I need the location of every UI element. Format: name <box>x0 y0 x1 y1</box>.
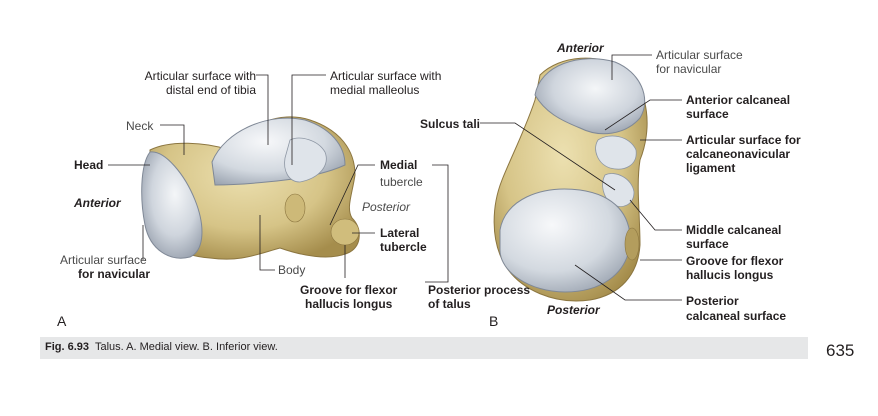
panel-letter-a: A <box>57 313 66 329</box>
label-a-groove-1: Groove for flexor <box>300 283 397 298</box>
label-b-calcnav-1: Articular surface for <box>686 133 801 148</box>
talus-b-post-calc-surface <box>500 189 630 292</box>
label-a-postprocess-1: Posterior process <box>428 283 530 298</box>
label-a-artic-navicular-2: for navicular <box>78 267 150 282</box>
label-a-groove-2: hallucis longus <box>305 297 392 312</box>
label-a-lateral: Lateral <box>380 226 419 241</box>
label-b-postcalc-2: calcaneal surface <box>686 309 786 324</box>
talus-inferior-view <box>494 58 647 301</box>
label-b-calcnav-2: calcaneonavicular <box>686 147 790 162</box>
label-a-artic-tibia-2: distal end of tibia <box>120 83 256 98</box>
label-b-midcalc-1: Middle calcaneal <box>686 223 781 238</box>
label-b-sulcus: Sulcus tali <box>420 117 480 132</box>
label-b-groove-2: hallucis longus <box>686 268 773 283</box>
caption-text: Talus. A. Medial view. B. Inferior view. <box>95 341 278 353</box>
label-a-postprocess-2: of talus <box>428 297 471 312</box>
label-a-body: Body <box>278 263 305 278</box>
figure-caption: Fig. 6.93 Talus. A. Medial view. B. Infe… <box>45 341 278 353</box>
label-a-head: Head <box>74 158 103 173</box>
label-b-antcalc-1: Anterior calcaneal <box>686 93 790 108</box>
label-b-antcalc-2: surface <box>686 107 729 122</box>
caption-fig-number: Fig. 6.93 <box>45 341 89 353</box>
page-number: 635 <box>826 341 854 361</box>
label-b-calcnav-3: ligament <box>686 161 735 176</box>
talus-a-post-process <box>331 219 359 245</box>
label-b-groove-1: Groove for flexor <box>686 254 783 269</box>
label-b-midcalc-2: surface <box>686 237 729 252</box>
label-a-anterior: Anterior <box>74 196 121 211</box>
label-a-neck: Neck <box>126 119 153 134</box>
label-a-artic-tibia-1: Articular surface with <box>120 69 256 84</box>
label-a-artic-navicular-1: Articular surface <box>60 253 147 268</box>
label-a-artic-malleolus-1: Articular surface with <box>330 69 441 84</box>
label-b-anterior: Anterior <box>557 41 604 56</box>
label-b-artic-navicular-1: Articular surface <box>656 48 743 63</box>
talus-a-tubercle <box>285 194 305 222</box>
label-a-posterior: Posterior <box>362 200 410 215</box>
label-b-artic-navicular-2: for navicular <box>656 62 721 77</box>
label-b-posterior: Posterior <box>547 303 600 318</box>
label-a-tubercle-1: tubercle <box>380 175 423 190</box>
label-a-artic-malleolus-2: medial malleolus <box>330 83 419 98</box>
leader-a-postprocess <box>425 165 448 282</box>
label-b-postcalc-1: Posterior <box>686 294 739 309</box>
talus-b-groove <box>625 228 639 260</box>
panel-letter-b: B <box>489 313 498 329</box>
talus-medial-view <box>142 117 360 259</box>
label-a-tubercle-2: tubercle <box>380 240 427 255</box>
label-a-medial: Medial <box>380 158 417 173</box>
